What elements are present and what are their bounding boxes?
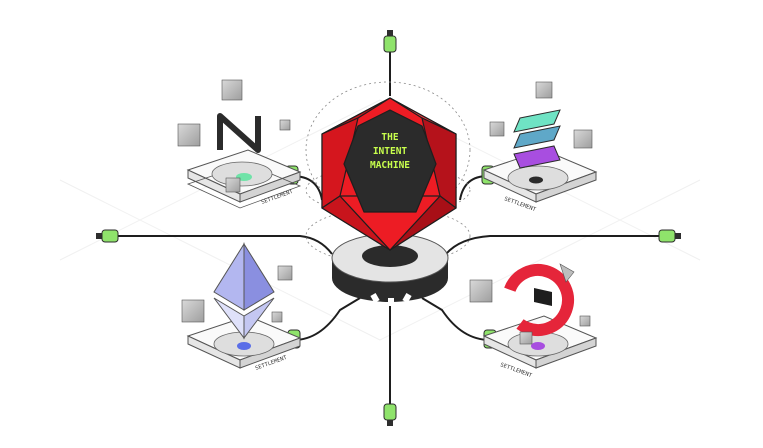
circle-logo-icon (502, 263, 575, 336)
hub-title-line-1: THE (381, 132, 398, 143)
circle-platform: SETTLEMENT (469, 263, 598, 379)
hub-title-line-2: INTENT (373, 146, 408, 157)
ethereum-disc-icon (237, 342, 251, 350)
plug-left-icon (96, 229, 119, 243)
plug-right-icon (658, 229, 681, 243)
solana-disc-icon (529, 176, 543, 184)
solana-platform: SETTLEMENT (482, 81, 598, 213)
near-logo-icon (217, 113, 261, 153)
circle-disc-icon (531, 342, 545, 350)
icosahedron-icon (321, 97, 457, 251)
solana-logo-icon (513, 109, 561, 169)
intent-machine-hub: THE INTENT MACHINE (305, 81, 471, 306)
near-platform: SETTLEMENT (177, 79, 302, 209)
plug-top-icon (383, 30, 397, 53)
ethereum-platform: SETTLEMENT (181, 242, 302, 372)
plug-bottom-icon (383, 403, 397, 426)
ethereum-logo-icon (213, 242, 275, 340)
hub-title-line-3: MACHINE (370, 160, 410, 171)
hub-base-ring (331, 233, 449, 306)
